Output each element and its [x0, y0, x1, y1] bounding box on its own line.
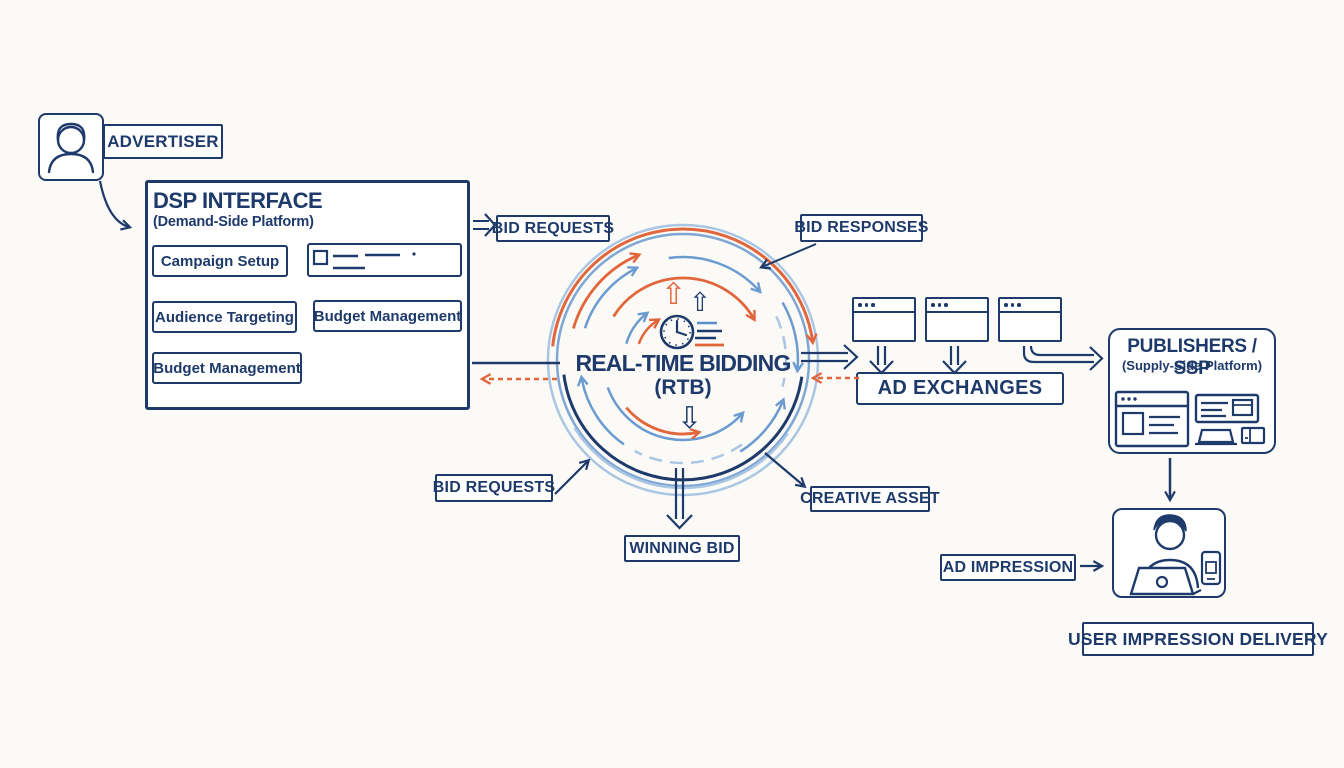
browser-window-icon	[998, 297, 1062, 342]
user-device-box	[1112, 508, 1226, 598]
orange-small-arc	[637, 320, 658, 345]
dsp-module-audience-targeting: Audience Targeting	[152, 301, 297, 333]
ad-exchanges-box: AD EXCHANGES	[856, 372, 1064, 405]
user-impression-delivery-label: USER IMPRESSION DELIVERY	[1068, 622, 1328, 656]
clock-icon	[659, 314, 695, 350]
winning-bid-label: WINNING BID	[624, 535, 740, 562]
light-bottom-arc	[573, 427, 789, 490]
dsp-module-budget-management: Budget Management	[313, 300, 462, 332]
dsp-checklist-widget	[307, 243, 462, 277]
blue-arc-3	[582, 378, 625, 446]
module-label: Campaign Setup	[160, 252, 280, 270]
orange-inner-top-arc	[612, 276, 755, 319]
bid-responses-label: BID RESPONSES	[794, 214, 928, 242]
blue-inner-bottom-arc	[606, 386, 743, 442]
orange-inner-bottom-arc	[625, 406, 698, 434]
module-label: Audience Targeting	[155, 308, 294, 326]
advertiser-label-text: ADVERTISER	[107, 131, 219, 151]
ad-exchanges-label: AD EXCHANGES	[877, 377, 1043, 399]
dashed-arc-bottom	[634, 443, 743, 465]
dsp-title: DSP INTERFACE	[153, 188, 323, 213]
publishers-title: PUBLISHERS / SSP	[1127, 336, 1257, 379]
label-text: WINNING BID	[629, 539, 735, 557]
label-text: CREATIVE ASSET	[800, 490, 940, 507]
person-icon	[47, 122, 95, 174]
orange-upper-left-arc	[572, 255, 638, 329]
up-arrow-icon: ⇧	[689, 288, 711, 318]
dashed-arc-right	[775, 315, 788, 388]
bid-requests-bottom-label: BID REQUESTS	[432, 474, 556, 502]
window1-down-arrow	[869, 346, 894, 375]
dsp-module-campaign-setup: Campaign Setup	[152, 245, 288, 277]
label-text: AD IMPRESSION	[942, 558, 1074, 576]
blue-arc-2	[668, 255, 760, 291]
checklist-icon	[312, 249, 416, 270]
label-text: BID REQUESTS	[491, 219, 615, 237]
label-text: BID REQUESTS	[432, 479, 556, 496]
ad-impression-label: AD IMPRESSION	[940, 554, 1076, 581]
speed-lines-icon	[695, 321, 724, 347]
rtb-subtitle: (RTB)	[654, 376, 712, 399]
dsp-subtitle: (Demand-Side Platform)	[153, 214, 314, 230]
blue-arc-1	[583, 268, 636, 329]
browser-window-icon	[852, 297, 916, 342]
bid-requests-top-label: BID REQUESTS	[492, 215, 614, 242]
blue-arc-5	[781, 301, 798, 371]
advertiser-icon-box	[38, 113, 104, 181]
publishers-subtitle: (Supply-Side Platform)	[1121, 358, 1263, 373]
window3-to-publishers-arrow	[1022, 345, 1104, 371]
label-text: USER IMPRESSION DELIVERY	[1068, 628, 1328, 649]
rtb-title: REAL-TIME BIDDING	[575, 350, 791, 376]
browser-window-icon	[925, 297, 989, 342]
window2-down-arrow	[942, 346, 967, 375]
dsp-module-budget-management-2: Budget Management	[152, 352, 302, 384]
down-arrow-icon: ⇩	[677, 401, 703, 436]
up-arrow-icon: ⇧	[661, 277, 687, 312]
label-text: BID RESPONSES	[794, 219, 929, 236]
blue-arc-4	[739, 401, 783, 453]
orange-top-arc	[551, 227, 813, 347]
webpage-icon	[1114, 390, 1266, 448]
advertiser-to-dsp-arrow	[98, 180, 129, 227]
person-with-laptop-icon	[1129, 514, 1222, 596]
creative-asset-label: CREATIVE ASSET	[800, 486, 940, 512]
module-label: Budget Management	[153, 359, 301, 377]
advertiser-label: ADVERTISER	[103, 124, 223, 159]
module-label: Budget Management	[313, 307, 462, 325]
blue-small-arc	[625, 314, 646, 345]
